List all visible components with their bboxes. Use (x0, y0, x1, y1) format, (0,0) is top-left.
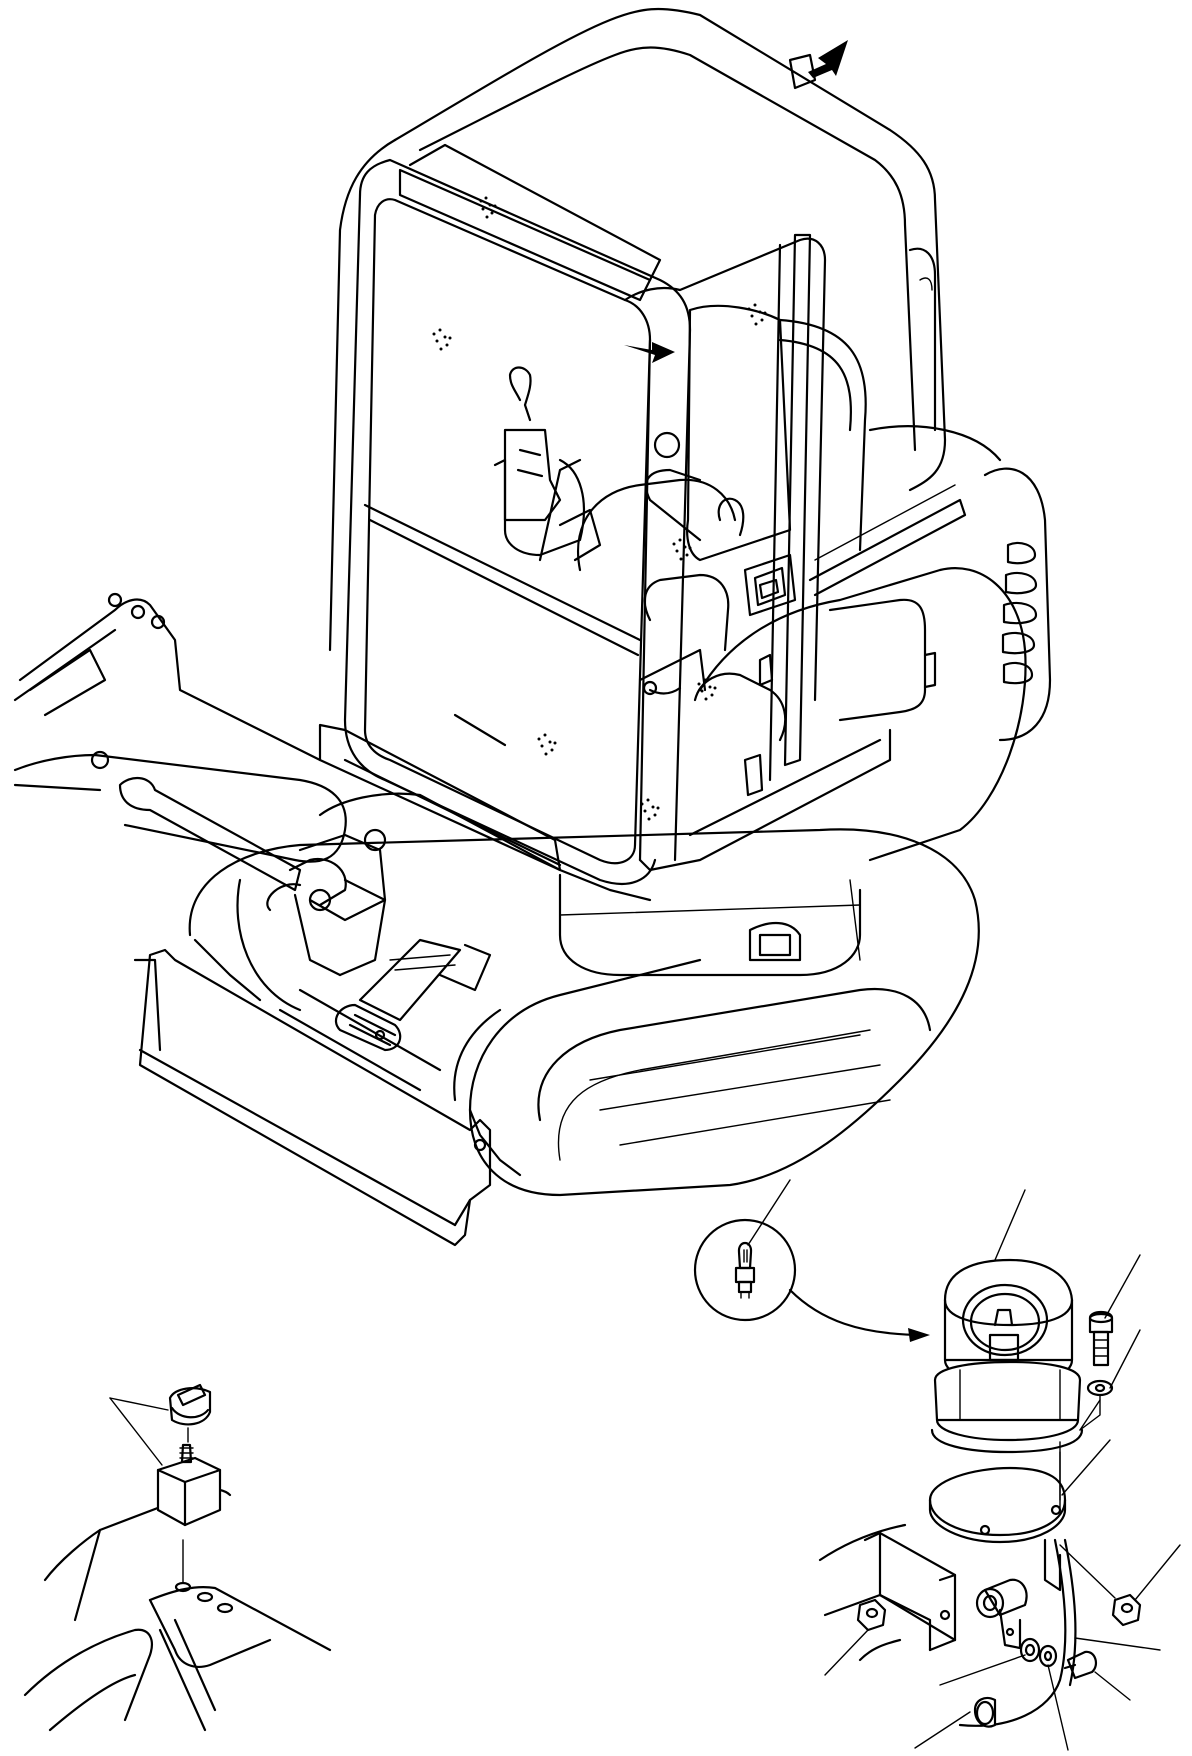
callout-leader (1104, 1254, 1141, 1319)
callout-leader (1074, 1637, 1161, 1651)
glass-marks (432, 196, 767, 821)
rotating-beacon (930, 1258, 1084, 1454)
upper-frame (318, 425, 1052, 977)
callout-leaders (747, 1179, 1181, 1751)
callout-leader (1047, 1664, 1069, 1751)
switch-detail (23, 1383, 332, 1732)
tracks (188, 828, 980, 1197)
callout-leader (109, 1397, 169, 1411)
callout-leader (1134, 1544, 1181, 1601)
connector-line (788, 1288, 927, 1337)
callout-leader (914, 1711, 971, 1749)
location-arrow-icon (624, 342, 675, 363)
arrowhead-icon (908, 1328, 930, 1342)
switch-panel (23, 1488, 332, 1732)
callout-leader (1094, 1671, 1131, 1701)
callout-leader (1109, 1329, 1141, 1389)
callout-leader (939, 1654, 1026, 1686)
assembly-guide-line (1079, 1399, 1101, 1431)
excavator-assembly (13, 7, 1052, 1247)
bulb-inset (693, 1218, 930, 1342)
callout-leader (109, 1397, 163, 1466)
cab-structure (318, 7, 967, 885)
callout-leader (824, 1629, 869, 1676)
boom (13, 592, 387, 977)
callout-leader (747, 1179, 791, 1246)
switch-body (156, 1443, 222, 1527)
socket (958, 1538, 1077, 1728)
roof-beacon-mount (788, 53, 817, 90)
location-arrow-icon (808, 40, 848, 78)
callout-leader (994, 1189, 1026, 1261)
beacon-detail (693, 1218, 1142, 1728)
dozer-blade (133, 938, 492, 1247)
mounting-bracket (818, 1523, 957, 1662)
switch-knob (168, 1383, 212, 1443)
callout-leader (1061, 1439, 1111, 1496)
beacon-base (928, 1441, 1067, 1592)
